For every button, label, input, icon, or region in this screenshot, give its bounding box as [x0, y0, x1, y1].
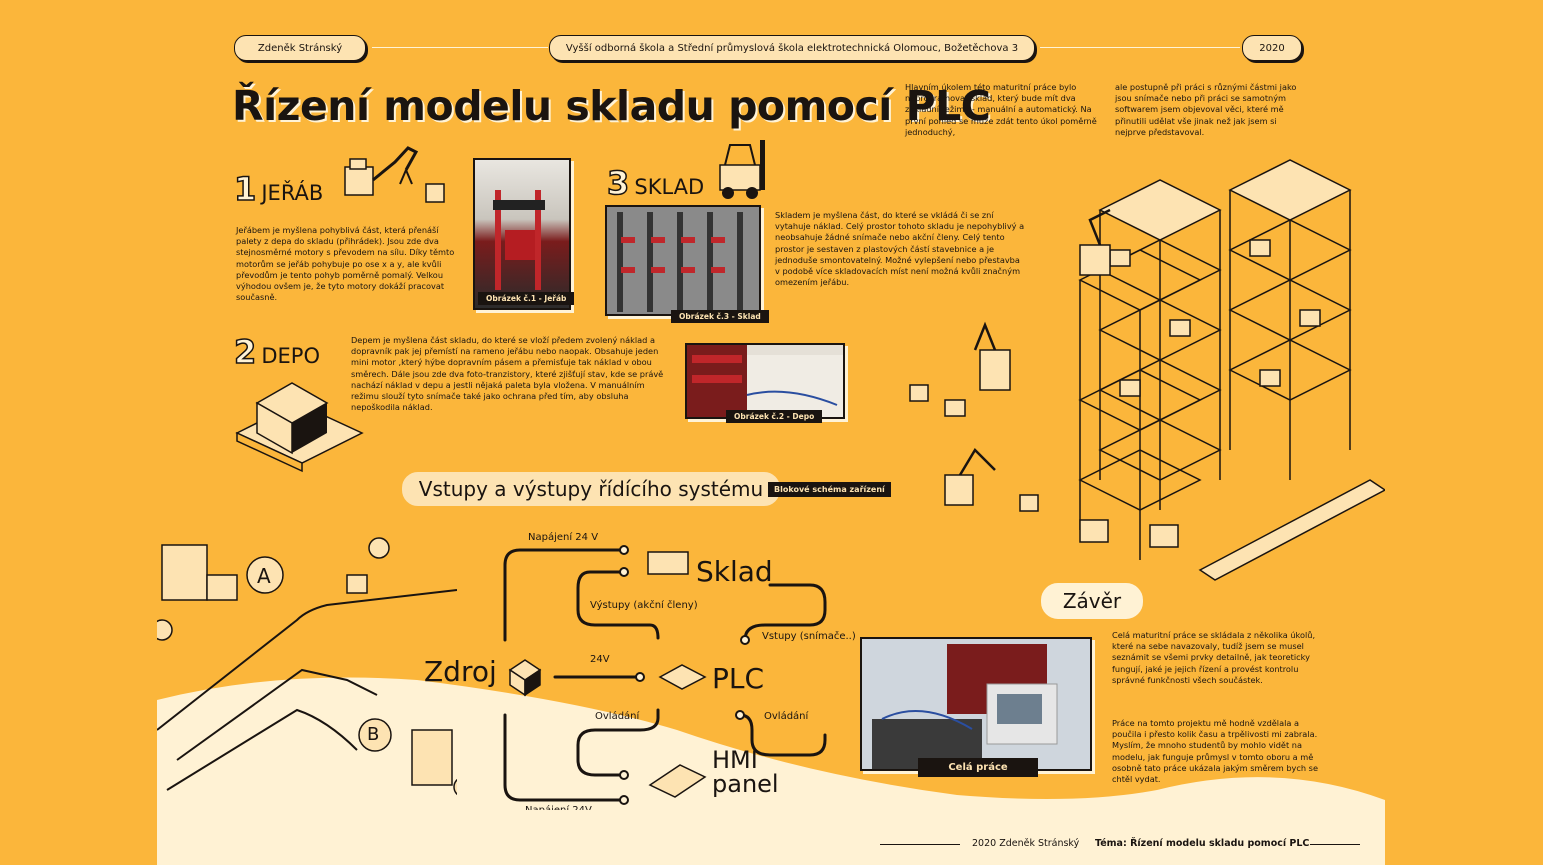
crane-icon	[344, 146, 445, 203]
photo-depo	[685, 343, 845, 419]
footer-topic: Téma: Řízení modelu skladu pomocí PLC	[1095, 838, 1309, 849]
zaver-p1: Celá maturitní práce se skládala z někol…	[1112, 630, 1316, 685]
section-label: DEPO	[261, 344, 320, 368]
edge-napajeni-top: Napájení 24 V	[528, 532, 599, 543]
map-illustration	[157, 537, 457, 796]
edge-vystupy: Výstupy (akční členy)	[590, 600, 698, 611]
school-pill: Vyšší odborná škola a Střední průmyslová…	[549, 35, 1035, 61]
edge-24v: 24V	[590, 654, 610, 665]
node-hmi: HMI	[712, 746, 758, 774]
pallet-box-icon	[235, 382, 364, 473]
edge-ovladani-right: Ovládání	[764, 711, 809, 722]
map-pin-a-icon	[246, 556, 284, 594]
photo-jerab	[473, 158, 571, 310]
node-zdroj: Zdroj	[424, 655, 497, 688]
footer-topic-text: Řízení modelu skladu pomocí PLC	[1130, 838, 1310, 849]
forklift-small-icon	[647, 551, 689, 575]
node-sklad: Sklad	[696, 555, 773, 588]
caption-depo: Obrázek č.2 - Depo	[726, 410, 823, 423]
intro-col1: Hlavním úkolem této maturitní práce bylo…	[905, 82, 1097, 137]
map-letter-a: A	[257, 564, 271, 588]
footer-line-left	[880, 844, 960, 845]
section-jerab-heading: 1 JEŘÁB	[233, 169, 324, 209]
section-depo-heading: 2 DEPO	[233, 332, 320, 372]
header-line-left	[372, 47, 548, 48]
io-badge: Blokové schéma zařízení	[768, 482, 891, 497]
block-diagram	[503, 545, 827, 805]
io-heading: Vstupy a výstupy řídícího systému	[418, 477, 764, 501]
zaver-heading-pill: Závěr	[1041, 583, 1143, 619]
caption-cela-prace: Celá práce	[918, 758, 1038, 777]
photo-cela-prace	[860, 637, 1092, 771]
hmi-panel-icon	[648, 764, 707, 798]
footer-band	[157, 810, 1385, 865]
author-name: Zdeněk Stránský	[257, 42, 343, 54]
photo-sklad	[605, 205, 761, 316]
edge-ovladani-left: Ovládání	[595, 711, 640, 722]
author-pill: Zdeněk Stránský	[234, 35, 366, 61]
header-line-right	[1040, 47, 1240, 48]
year-pill: 2020	[1242, 35, 1302, 61]
warehouse-illustration	[909, 159, 1385, 581]
plc-chip-icon	[658, 664, 707, 690]
school-name: Vyšší odborná škola a Střední průmyslová…	[565, 42, 1019, 54]
robot-arm-icon	[909, 321, 1011, 417]
map-pin-b-icon	[358, 718, 392, 752]
forklift-icon	[719, 140, 765, 199]
section-label: JEŘÁB	[261, 181, 324, 205]
section-number: 2	[233, 332, 257, 372]
caption-sklad: Obrázek č.3 - Sklad	[671, 310, 769, 323]
intro-col2: ale postupně při práci s různými částmi …	[1115, 82, 1297, 137]
footer-line-right	[1310, 844, 1360, 845]
footer-year-author: 2020 Zdeněk Stránský	[972, 838, 1080, 849]
zaver-p2: Práce na tomto projektu mě hodně vzdělal…	[1112, 718, 1318, 785]
section-depo-text: Depem je myšlena část skladu, do které s…	[351, 335, 664, 413]
section-label: SKLAD	[634, 175, 705, 199]
section-sklad-heading: 3 SKLAD	[606, 163, 705, 203]
page-title: Řízení modelu skladu pomocí PLC	[232, 82, 991, 130]
io-heading-pill: Vstupy a výstupy řídícího systému	[402, 472, 780, 506]
section-sklad-text: Skladem je myšlena část, do které se vkl…	[775, 210, 1025, 288]
node-panel: panel	[712, 770, 779, 798]
node-plc: PLC	[712, 662, 765, 695]
section-jerab-text: Jeřábem je myšlena pohyblivá část, která…	[236, 225, 455, 303]
caption-jerab: Obrázek č.1 - Jeřáb	[478, 292, 575, 305]
section-number: 3	[606, 163, 630, 203]
year: 2020	[1259, 42, 1285, 54]
footer-topic-label: Téma:	[1095, 838, 1127, 849]
edge-vstupy: Vstupy (snímače..)	[762, 631, 856, 642]
section-number: 1	[233, 169, 257, 209]
map-letter-b: B	[367, 724, 380, 745]
zaver-heading: Závěr	[1062, 589, 1122, 613]
